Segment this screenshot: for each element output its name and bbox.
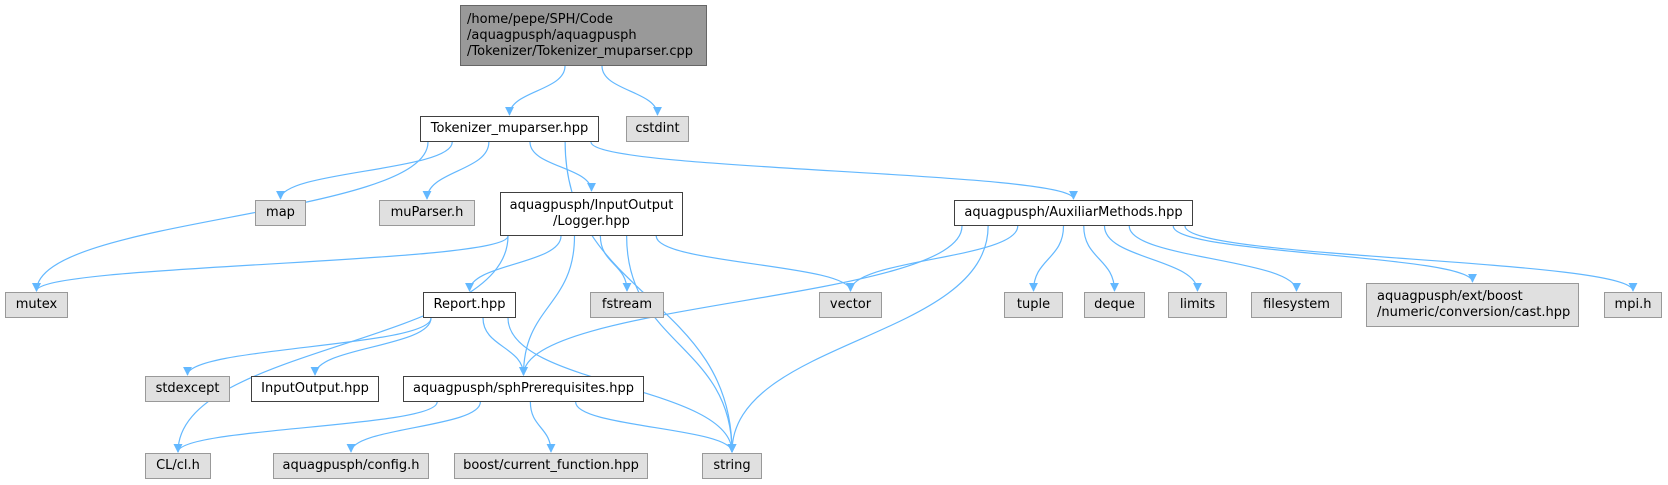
edge-tokenizer-to-logger [529, 141, 596, 192]
node-logger-hpp[interactable]: aquagpusph/InputOutput /Logger.hpp [500, 192, 683, 236]
edge-auxiliar-to-vector [846, 225, 1019, 292]
edge-report-to-sphprereq [482, 317, 528, 376]
node-mpi-h[interactable]: mpi.h [1604, 292, 1662, 318]
node-label: Report.hpp [433, 297, 506, 312]
edge-auxiliar-to-deque [1083, 225, 1119, 292]
edge-logger-to-mutex [32, 235, 509, 292]
edge-logger-to-fstream [599, 235, 632, 292]
edge-auxiliar-to-string [727, 225, 989, 453]
node-label: map [266, 205, 295, 220]
edge-tokenizer-to-auxiliar [590, 141, 1078, 200]
edge-tokenizer-to-mutex [32, 141, 429, 292]
node-label-line-2: /numeric/conversion/cast.hpp [1377, 305, 1571, 320]
node-label: fstream [601, 297, 653, 312]
edge-sphprereq-to-config [346, 401, 481, 453]
node-auxiliar-methods-hpp[interactable]: aquagpusph/AuxiliarMethods.hpp [954, 200, 1193, 226]
node-sphprerequisites-hpp[interactable]: aquagpusph/sphPrerequisites.hpp [403, 376, 644, 402]
edge-logger-to-clh [173, 235, 509, 453]
edge-auxiliar-to-filesystem [1128, 225, 1301, 292]
edge-logger-to-report [465, 235, 562, 292]
edge-report-to-inputoutput [310, 317, 432, 376]
edge-tokenizer-to-muparser [422, 141, 490, 200]
node-label: InputOutput.hpp [261, 381, 369, 396]
node-label: aquagpusph/AuxiliarMethods.hpp [964, 205, 1183, 220]
node-label-line-1: aquagpusph/ext/boost [1377, 289, 1523, 304]
node-label: vector [829, 297, 872, 312]
node-mutex[interactable]: mutex [5, 292, 68, 318]
node-root-line-3: /Tokenizer/Tokenizer_muparser.cpp [467, 43, 693, 59]
edge-logger-to-sphprereq [519, 235, 576, 376]
node-label: tuple [1016, 297, 1051, 312]
node-label: aquagpusph/sphPrerequisites.hpp [412, 381, 635, 396]
edge-logger-to-string [626, 235, 737, 453]
node-label: filesystem [1263, 297, 1330, 312]
edge-tokenizer-to-map [276, 141, 453, 200]
node-filesystem[interactable]: filesystem [1251, 292, 1342, 318]
edge-logger-to-vector [655, 235, 855, 292]
node-config-h[interactable]: aquagpusph/config.h [273, 453, 429, 479]
node-label-line-2: /Logger.hpp [553, 214, 630, 229]
node-tokenizer-muparser-hpp[interactable]: Tokenizer_muparser.hpp [420, 116, 599, 142]
edge-root-to-cstdint [601, 65, 662, 116]
node-deque[interactable]: deque [1084, 292, 1145, 318]
node-label: boost/current_function.hpp [463, 458, 639, 473]
node-tuple[interactable]: tuple [1004, 292, 1063, 318]
edge-auxiliar-to-tuple [1029, 225, 1065, 292]
edge-auxiliar-to-limits [1103, 225, 1202, 292]
node-map[interactable]: map [255, 200, 306, 226]
node-root-line-2: /aquagpusph/aquagpusph [467, 27, 637, 43]
node-label: limits [1179, 297, 1216, 312]
node-label: string [713, 458, 751, 473]
node-limits[interactable]: limits [1168, 292, 1227, 318]
edge-report-to-stdexcept [183, 317, 432, 376]
node-cstdint[interactable]: cstdint [626, 116, 689, 142]
edge-root-to-tokenizer [505, 65, 566, 116]
node-vector[interactable]: vector [819, 292, 882, 318]
node-root-file[interactable]: /home/pepe/SPH/Code /aquagpusph/aquagpus… [460, 5, 707, 66]
node-label: mutex [15, 297, 58, 312]
node-label: Tokenizer_muparser.hpp [430, 121, 589, 136]
edge-auxiliar-to-boostcast [1172, 225, 1477, 283]
node-cl-cl-h[interactable]: CL/cl.h [145, 453, 211, 479]
edge-sphprereq-to-string [575, 401, 737, 453]
edge-auxiliar-to-mpi [1184, 225, 1638, 292]
node-boost-current-function-hpp[interactable]: boost/current_function.hpp [454, 453, 648, 479]
node-stdexcept[interactable]: stdexcept [145, 376, 230, 402]
node-label: muParser.h [390, 205, 464, 220]
node-label: stdexcept [155, 381, 220, 396]
node-inputoutput-hpp[interactable]: InputOutput.hpp [251, 376, 379, 402]
node-boost-numeric-conversion-cast-hpp[interactable]: aquagpusph/ext/boost /numeric/conversion… [1366, 283, 1579, 327]
node-label: cstdint [635, 121, 680, 136]
node-label-line-1: aquagpusph/InputOutput [509, 198, 674, 213]
node-muparser-h[interactable]: muParser.h [379, 200, 475, 226]
edge-auxiliar-to-sphprereq [519, 225, 963, 376]
edge-sphprereq-to-clh [173, 401, 438, 453]
node-report-hpp[interactable]: Report.hpp [423, 292, 516, 318]
node-label: aquagpusph/config.h [282, 458, 420, 473]
node-root-line-1: /home/pepe/SPH/Code [467, 11, 614, 27]
node-string[interactable]: string [702, 453, 762, 479]
edge-sphprereq-to-boostfunc [529, 401, 556, 453]
node-label: mpi.h [1614, 297, 1652, 312]
node-fstream[interactable]: fstream [590, 292, 664, 318]
node-label: deque [1094, 297, 1135, 312]
node-label: CL/cl.h [156, 458, 200, 473]
